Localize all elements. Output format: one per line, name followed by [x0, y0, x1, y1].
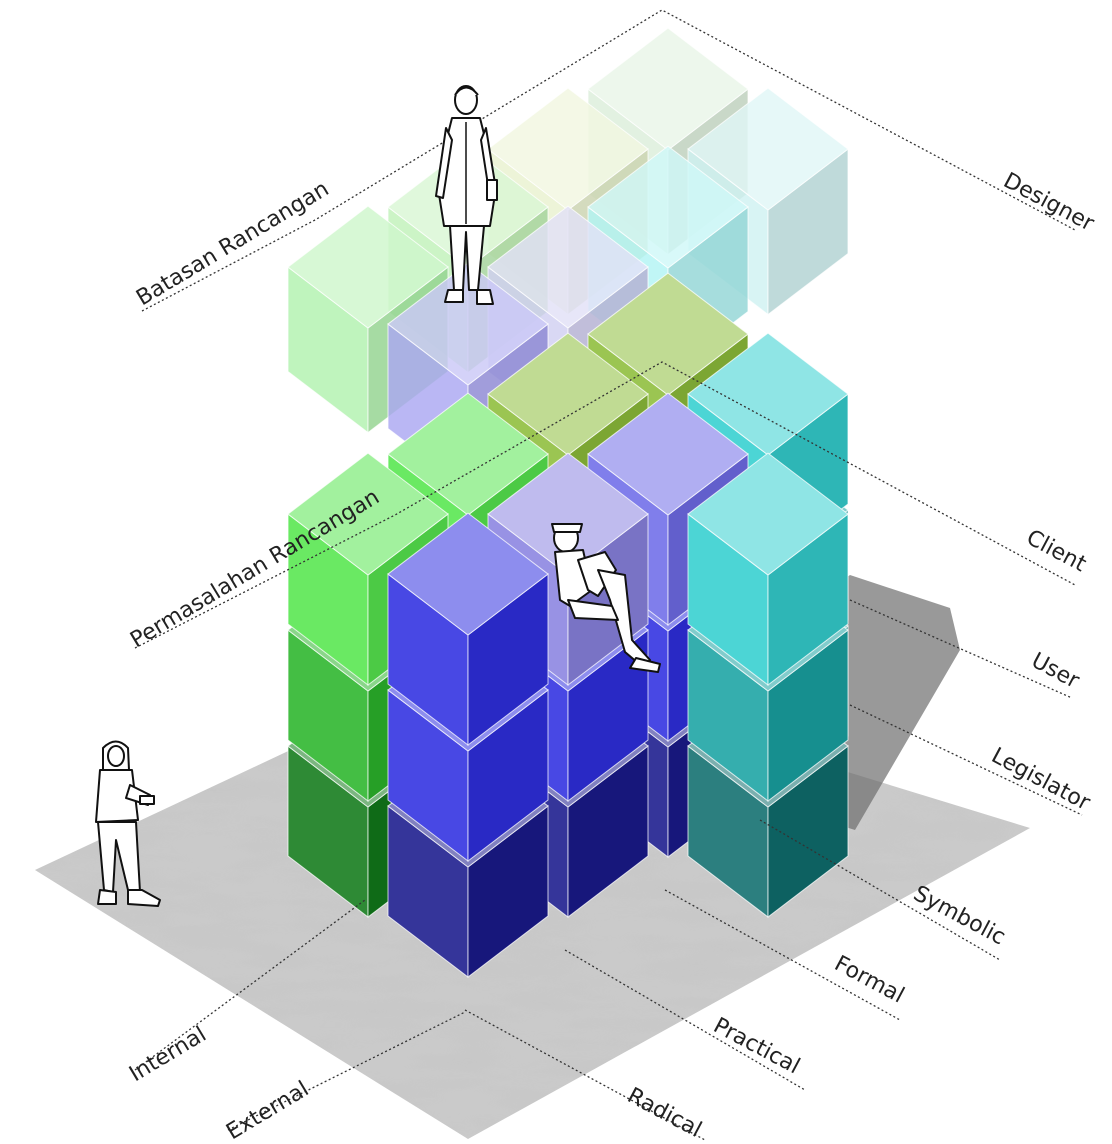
- leader-lines: [134, 9, 1083, 1141]
- label-practical: Practical: [709, 1013, 804, 1079]
- cube-l2-3-top-face: [387, 392, 549, 516]
- top-cube-mid-top-face: [587, 145, 749, 269]
- label-formal: Formal: [830, 951, 908, 1008]
- top-cube-left-top-face: [287, 205, 449, 329]
- label-radical: Radical: [623, 1083, 705, 1143]
- cube-l2-6-top-face: [287, 452, 449, 576]
- cube-l2-4-top-face: [587, 392, 749, 516]
- label-external: External: [222, 1077, 313, 1144]
- person-standing-coat-icon: [435, 85, 498, 305]
- cube-l2-5-top-face: [687, 452, 849, 576]
- label-designer: Designer: [999, 168, 1099, 237]
- label-internal: Internal: [125, 1022, 211, 1087]
- cube-l2-2-top-face: [687, 332, 849, 456]
- cube-l2-8-top-face: [387, 512, 549, 636]
- top-cube-back-top-face: [587, 27, 749, 151]
- label-legislator: Legislator: [987, 743, 1095, 816]
- main-cube-stack: [287, 272, 849, 979]
- cube-l2-0-top-face: [587, 272, 749, 396]
- cube-l2-7-top-face: [487, 452, 649, 576]
- label-client: Client: [1022, 525, 1090, 577]
- cube-l2-1-top-face: [487, 332, 649, 456]
- person-hoodie-icon: [95, 740, 161, 907]
- top-cube-b2-top-face: [487, 87, 649, 211]
- top-cube-b3-top-face: [687, 87, 849, 211]
- label-user: User: [1027, 648, 1084, 694]
- person-sitting-icon: [551, 523, 661, 673]
- cube-l2-8: [387, 512, 549, 747]
- cube-l2-5: [687, 452, 849, 687]
- top-cube-center-top-face: [487, 205, 649, 329]
